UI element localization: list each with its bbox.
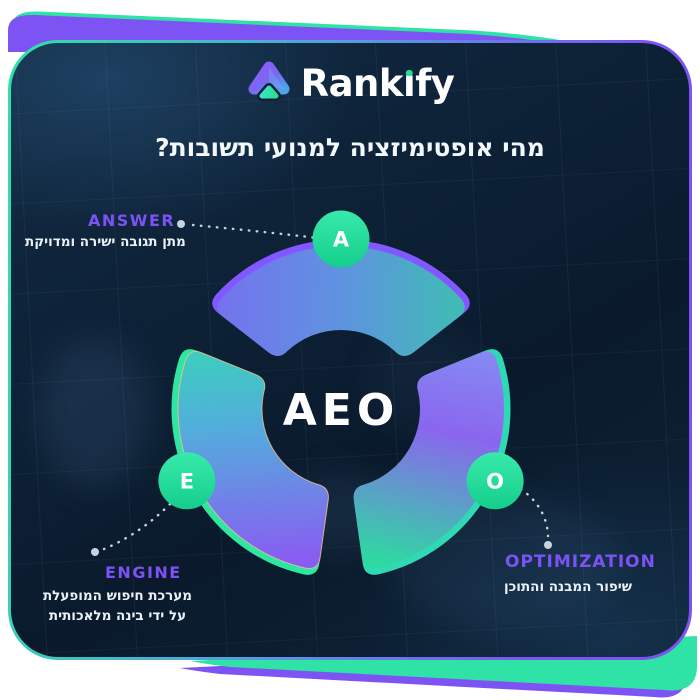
engine-connector-line xyxy=(102,502,172,551)
answer-connector-line xyxy=(191,223,319,240)
wordmark-i-dot xyxy=(405,69,413,76)
badge-optimization xyxy=(466,452,524,510)
answer-connector-dot xyxy=(177,220,185,228)
page-title: מהי אופטימיזציה למנועי תשובות? xyxy=(155,133,545,162)
engine-description: מערכת חיפוש המופעלת על ידי בינה מלאכותית xyxy=(35,586,200,626)
badge-engine xyxy=(158,452,216,510)
engine-description-line1: מערכת חיפוש המופעלת xyxy=(42,588,193,604)
donut-center-label: AEO xyxy=(282,385,400,436)
optimization-label: OPTIMIZATION xyxy=(505,552,656,572)
badge-letter-answer: A xyxy=(333,228,350,252)
badge-letter-engine: E xyxy=(180,469,194,493)
panel-background xyxy=(11,43,689,657)
engine-description-line2: על ידי בינה מלאכותית xyxy=(48,608,187,624)
rankify-triangle-icon xyxy=(248,61,290,101)
badge-answer xyxy=(312,210,370,268)
engine-label: ENGINE xyxy=(105,563,182,582)
optimization-connector-dot xyxy=(544,541,552,549)
badge-letter-optimization: O xyxy=(486,469,504,493)
background-glow xyxy=(39,338,149,488)
optimization-segment xyxy=(353,351,505,569)
optimization-description: שיפור המבנה והתוכן xyxy=(504,579,632,595)
answer-description: מתן תגובה ישירה ומדויקת xyxy=(25,234,186,250)
main-panel xyxy=(8,40,692,660)
answer-label: ANSWER xyxy=(88,211,176,230)
engine-connector-dot xyxy=(91,548,99,556)
answer-segment xyxy=(217,245,465,357)
